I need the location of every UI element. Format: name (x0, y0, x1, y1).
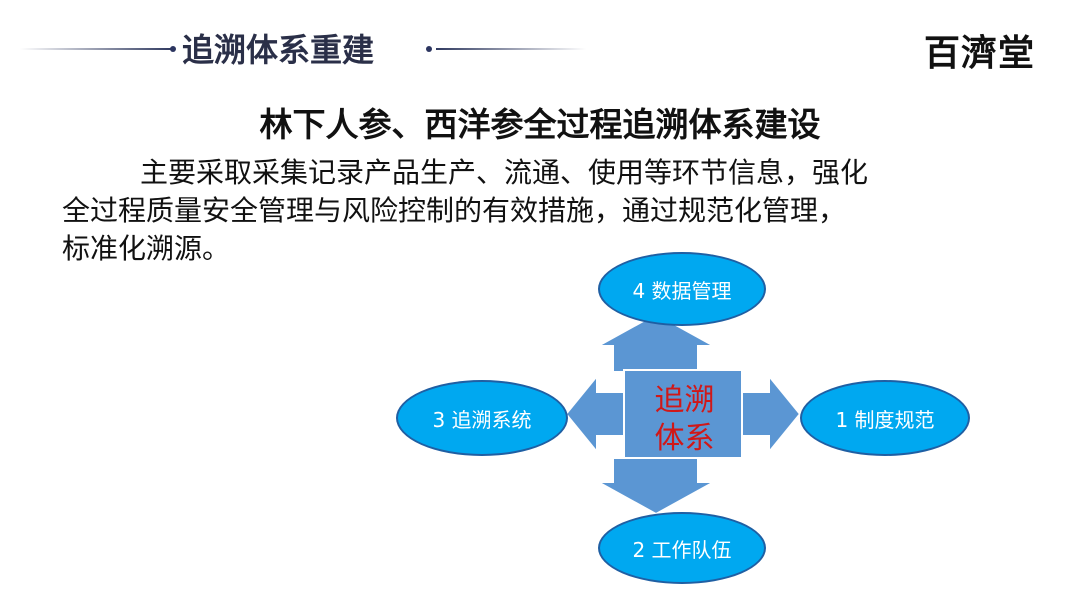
center-label-line: 体系 (654, 421, 715, 456)
title-dot-right (426, 46, 432, 52)
title-line-right (436, 48, 586, 50)
arrow-down-shape (597, 457, 715, 516)
body-paragraph: 主要采取采集记录产品生产、流通、使用等环节信息，强化 全过程质量安全管理与风险控… (62, 154, 972, 268)
title-dot-left (170, 46, 176, 52)
traceability-diagram: 追溯 体系 4 数据管理 3 追溯系统 1 制度规范 2 工作队伍 (390, 252, 980, 584)
node-data-management: 4 数据管理 (598, 252, 766, 326)
node-work-team: 2 工作队伍 (598, 512, 766, 584)
brand-logo: 百濟堂 (924, 32, 1036, 74)
center-label: 追溯 体系 (632, 382, 737, 458)
node-regulations: 1 制度规范 (800, 380, 970, 456)
section-title: 追溯体系重建 (182, 31, 375, 69)
body-line: 标准化溯源。 (62, 232, 231, 265)
center-label-line: 追溯 (654, 383, 715, 418)
slide-title: 林下人参、西洋参全过程追溯体系建设 (259, 105, 821, 144)
center-box (623, 369, 743, 459)
node-trace-system: 3 追溯系统 (396, 380, 568, 456)
arrow-up-shape (597, 312, 715, 373)
arrow-right-shape (739, 373, 802, 455)
title-line-left (20, 48, 172, 50)
cross-arrow-shape (564, 312, 802, 516)
body-line: 全过程质量安全管理与风险控制的有效措施，通过规范化管理， (62, 194, 847, 227)
arrow-left-shape (564, 373, 627, 455)
body-line: 主要采取采集记录产品生产、流通、使用等环节信息，强化 (140, 156, 869, 189)
